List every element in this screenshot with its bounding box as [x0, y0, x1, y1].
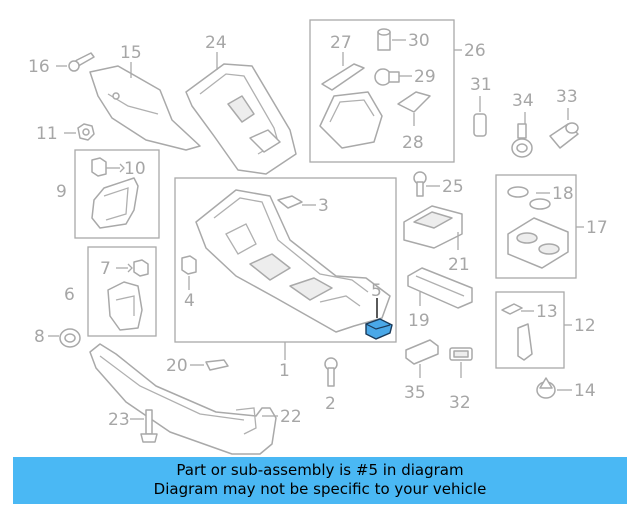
label-2: 2 — [325, 394, 336, 414]
part-12-bracket[interactable] — [517, 323, 533, 361]
part-14-nut[interactable] — [536, 377, 556, 399]
part-35-switch[interactable] — [405, 339, 439, 365]
part-21-tray[interactable] — [403, 205, 463, 249]
part-34-socket[interactable] — [511, 123, 533, 158]
part-15-side-trim-panel[interactable] — [89, 65, 201, 151]
part-6-bracket[interactable] — [107, 281, 143, 331]
label-24: 24 — [205, 33, 227, 53]
label-20: 20 — [166, 356, 188, 376]
part-23-bolt[interactable] — [140, 409, 158, 443]
label-14: 14 — [574, 381, 596, 401]
label-18: 18 — [552, 184, 574, 204]
label-6: 6 — [64, 285, 75, 305]
part-29-knob[interactable] — [374, 68, 400, 86]
part-1-main-console[interactable] — [195, 189, 391, 333]
label-27: 27 — [330, 33, 352, 53]
label-4: 4 — [184, 291, 195, 311]
label-28: 28 — [402, 133, 424, 153]
label-26: 26 — [464, 41, 486, 61]
part-20-pad[interactable] — [205, 359, 229, 371]
label-30: 30 — [408, 31, 430, 51]
label-15: 15 — [120, 43, 142, 63]
part-3-clip[interactable] — [277, 195, 303, 209]
part-30-clip[interactable] — [377, 28, 391, 51]
label-10: 10 — [124, 159, 146, 179]
label-29: 29 — [414, 67, 436, 87]
part-10-clip[interactable] — [91, 157, 107, 177]
group-box-9 — [74, 149, 160, 239]
label-23: 23 — [108, 410, 130, 430]
label-11: 11 — [36, 124, 58, 144]
part-2-bolt[interactable] — [324, 357, 338, 387]
part-11-nut[interactable] — [77, 123, 95, 141]
part-17-cup-holder[interactable] — [507, 217, 569, 269]
part-9-bracket[interactable] — [91, 177, 139, 229]
label-5: 5 — [371, 281, 382, 301]
part-5-highlighted[interactable] — [365, 318, 393, 340]
info-banner: Part or sub-assembly is #5 in diagram Di… — [13, 457, 627, 504]
part-31-fastener[interactable] — [473, 113, 487, 137]
banner-line-disclaimer: Diagram may not be specific to your vehi… — [153, 480, 487, 498]
part-33-power-outlet[interactable] — [549, 122, 579, 149]
part-8-grommet[interactable] — [59, 328, 81, 348]
label-7: 7 — [100, 259, 111, 279]
label-25: 25 — [442, 177, 464, 197]
part-16-screw[interactable] — [68, 52, 95, 72]
label-8: 8 — [34, 327, 45, 347]
part-19-armrest-lid[interactable] — [407, 267, 473, 309]
label-33: 33 — [556, 87, 578, 107]
label-22: 22 — [280, 407, 302, 427]
label-21: 21 — [448, 255, 470, 275]
label-31: 31 — [470, 75, 492, 95]
label-9: 9 — [56, 182, 67, 202]
banner-line-part: Part or sub-assembly is #5 in diagram — [176, 461, 464, 479]
part-28-panel[interactable] — [397, 91, 431, 113]
label-16: 16 — [28, 57, 50, 77]
part-7-clip[interactable] — [133, 259, 149, 277]
label-34: 34 — [512, 91, 534, 111]
label-13: 13 — [536, 302, 558, 322]
part-18-ring[interactable] — [507, 186, 551, 210]
part-25-bolt[interactable] — [413, 171, 427, 197]
part-32-switch[interactable] — [449, 347, 473, 361]
group-box-26 — [309, 19, 455, 163]
part-27-panel[interactable] — [321, 63, 365, 91]
label-32: 32 — [449, 393, 471, 413]
label-35: 35 — [404, 383, 426, 403]
part-24-upper-console[interactable] — [185, 63, 297, 175]
label-3: 3 — [318, 196, 329, 216]
group-box-6 — [87, 246, 157, 337]
group-box-12 — [495, 291, 565, 369]
part-26-console-panel[interactable] — [319, 91, 383, 149]
label-12: 12 — [574, 316, 596, 336]
label-17: 17 — [586, 218, 608, 238]
label-1: 1 — [279, 361, 290, 381]
part-13-clip[interactable] — [501, 303, 523, 315]
part-4-clip[interactable] — [181, 255, 197, 275]
label-19: 19 — [408, 311, 430, 331]
